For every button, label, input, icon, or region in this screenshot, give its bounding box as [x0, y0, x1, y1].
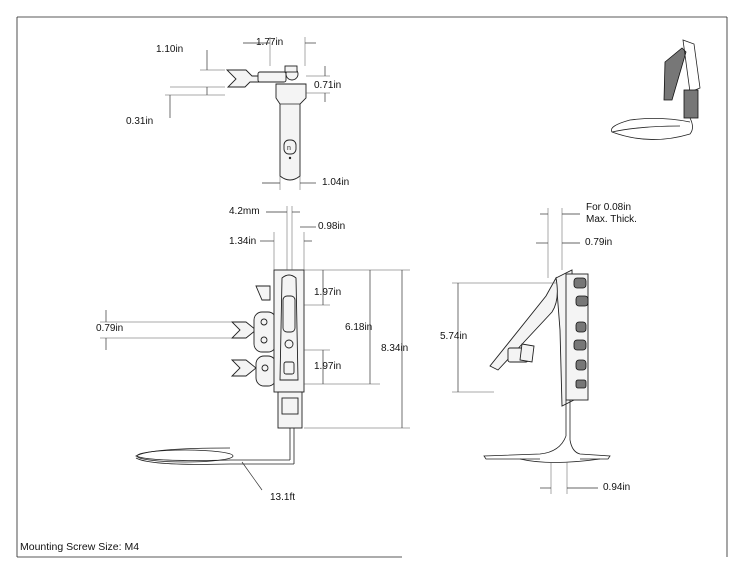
dim-top-height-c: 0.31in: [126, 116, 154, 127]
dim-top-height-a: 1.10in: [156, 44, 184, 55]
isometric-thumbnail: [611, 39, 701, 140]
svg-text:n: n: [287, 145, 291, 152]
front-view: [100, 206, 410, 491]
dim-front-total-height: 8.34in: [381, 343, 409, 354]
dim-front-mid-height: 6.18in: [345, 322, 373, 333]
dim-front-offset-b: 0.98in: [318, 221, 346, 232]
dim-cable-length: 13.1ft: [270, 492, 296, 503]
mounting-screw-note: Mounting Screw Size: M4: [20, 541, 140, 553]
dim-front-lower: 1.97in: [314, 361, 342, 372]
dim-top-width: 1.77in: [256, 37, 284, 48]
dim-front-upper: 1.97in: [314, 287, 342, 298]
dim-side-base: 0.94in: [603, 482, 631, 493]
dim-side-thickness-note: For 0.08in Max. Thick.: [586, 202, 637, 226]
dim-side-thickness-note-line1: For 0.08in: [586, 202, 632, 213]
sheet-border: [16, 16, 728, 558]
top-view: n: [165, 37, 330, 190]
dim-top-height-b: 0.71in: [314, 80, 342, 91]
dim-side-thickness-note-line2: Max. Thick.: [586, 214, 637, 225]
dim-front-slot: 4.2mm: [229, 206, 260, 217]
side-view: [452, 208, 611, 494]
dim-front-offset-a: 1.34in: [229, 236, 257, 247]
dim-top-arm-width: 1.04in: [322, 177, 350, 188]
dim-front-bracket-width: 0.79in: [96, 323, 124, 334]
dim-side-offset: 0.79in: [585, 237, 613, 248]
dim-side-height: 5.74in: [440, 331, 468, 342]
